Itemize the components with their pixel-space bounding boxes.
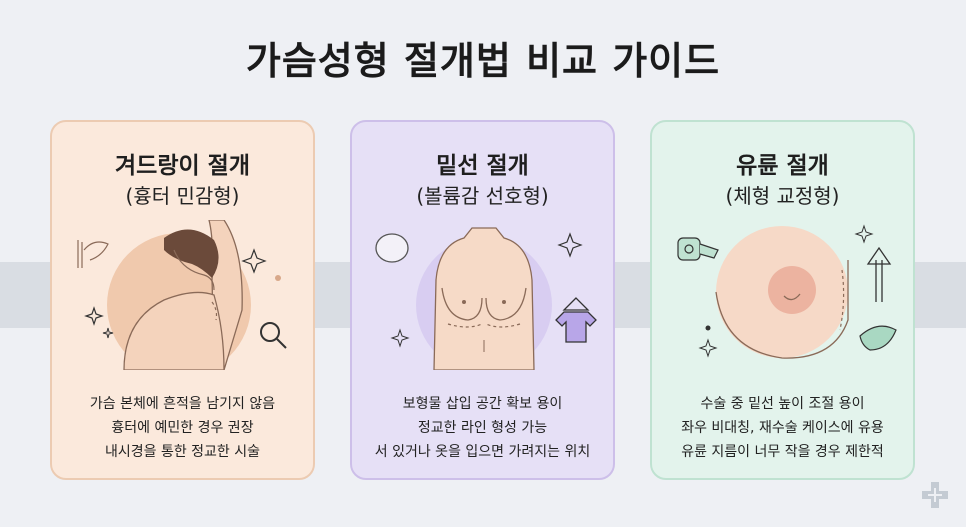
sparkle-icon [698, 338, 718, 358]
card-subtitle: (체형 교정형) [725, 184, 840, 208]
sparkle-icon [102, 327, 114, 339]
desc-line: 정교한 라인 형성 가능 [417, 420, 548, 436]
desc-line: 좌우 비대칭, 재수술 케이스에 유용 [681, 420, 884, 436]
magnifier-icon [260, 322, 287, 349]
card-inframammary-incision: 밑선 절개 (볼륨감 선호형) 보형물 삽입 공간 확보 용이 정교한 라인 형… [350, 120, 615, 480]
card-description: 가슴 본체에 흔적을 남기지 않음 흉터에 예민한 경우 권장 내시경을 통한 … [52, 392, 313, 464]
implant-icon [375, 233, 409, 263]
desc-line: 서 있거나 옷을 입으면 가려지는 위치 [374, 444, 591, 460]
card-description: 보형물 삽입 공간 확보 용이 정교한 라인 형성 가능 서 있거나 옷을 입으… [352, 392, 613, 464]
page-title: 가슴성형 절개법 비교 가이드 [245, 39, 721, 83]
card-title: 유륜 절개 [736, 153, 829, 179]
sparkle-icon [557, 232, 583, 258]
desc-line: 내시경을 통한 정교한 시술 [104, 444, 261, 460]
sparkle-icon [84, 306, 104, 326]
armpit-illustration [77, 220, 287, 370]
card-title: 겨드랑이 절개 [115, 153, 250, 179]
card-subtitle: (볼륨감 선호형) [416, 184, 549, 208]
hanger-shirt-icon [555, 297, 597, 343]
sparkle-icon [241, 248, 267, 274]
sparkle-icon [854, 224, 874, 244]
cross-logo-icon [922, 482, 948, 508]
implant-icon [859, 325, 897, 351]
card-periareolar-incision: 유륜 절개 (체형 교정형) 수술 중 밑선 높이 조절 용이 좌우 비대칭, … [650, 120, 915, 480]
desc-line: 가슴 본체에 흔적을 남기지 않음 [89, 396, 276, 412]
desc-line: 보형물 삽입 공간 확보 용이 [402, 396, 563, 412]
card-armpit-incision: 겨드랑이 절개 (흉터 민감형) 가슴 본체에 흔적을 남기지 않음 흉터에 예… [50, 120, 315, 480]
desc-line: 유륜 지름이 너무 작을 경우 제한적 [681, 444, 884, 460]
desc-line: 수술 중 밑선 높이 조절 용이 [700, 396, 865, 412]
desc-line: 흉터에 예민한 경우 권장 [111, 420, 254, 436]
tape-measure-icon [677, 237, 719, 261]
card-subtitle: (흉터 민감형) [125, 184, 240, 208]
armpit-thumbnail-icon [77, 240, 109, 268]
torso-illustration [375, 227, 597, 370]
sparkle-icon [390, 328, 410, 348]
arrow-up-icon [866, 246, 892, 302]
card-title: 밑선 절개 [436, 153, 529, 179]
breast-illustration [677, 224, 897, 359]
card-description: 수술 중 밑선 높이 조절 용이 좌우 비대칭, 재수술 케이스에 유용 유륜 … [652, 392, 913, 464]
